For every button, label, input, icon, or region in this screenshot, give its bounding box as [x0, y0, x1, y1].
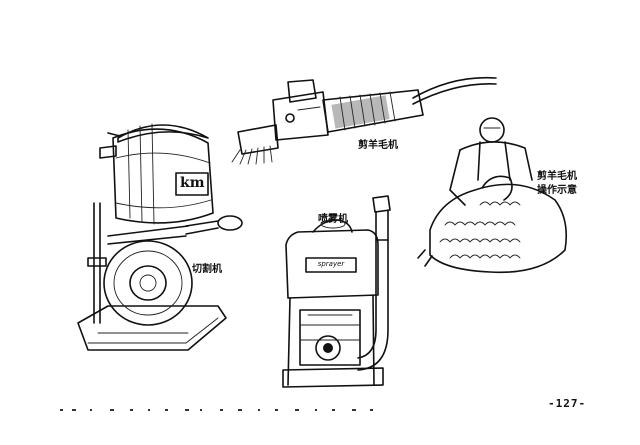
- caption-demo-line1: 剪羊毛机: [537, 171, 577, 182]
- caption-sprayer: 喷雾机: [318, 214, 348, 225]
- shearing-demo-illustration: [417, 110, 580, 285]
- caption-clipper: 剪羊毛机: [358, 140, 398, 151]
- sprayer-logo: sprayer: [317, 260, 345, 268]
- sprayer-illustration: sprayer: [278, 190, 418, 390]
- cutter-logo: km: [180, 175, 205, 191]
- cutting-machine-illustration: km: [68, 118, 253, 363]
- page-number: -127-: [548, 397, 587, 410]
- sheep-clipper-illustration: [228, 70, 498, 170]
- caption-demo-line2: 操作示意: [537, 185, 577, 196]
- footer-print-marks: [60, 409, 373, 411]
- caption-cutter: 切割机: [192, 264, 222, 275]
